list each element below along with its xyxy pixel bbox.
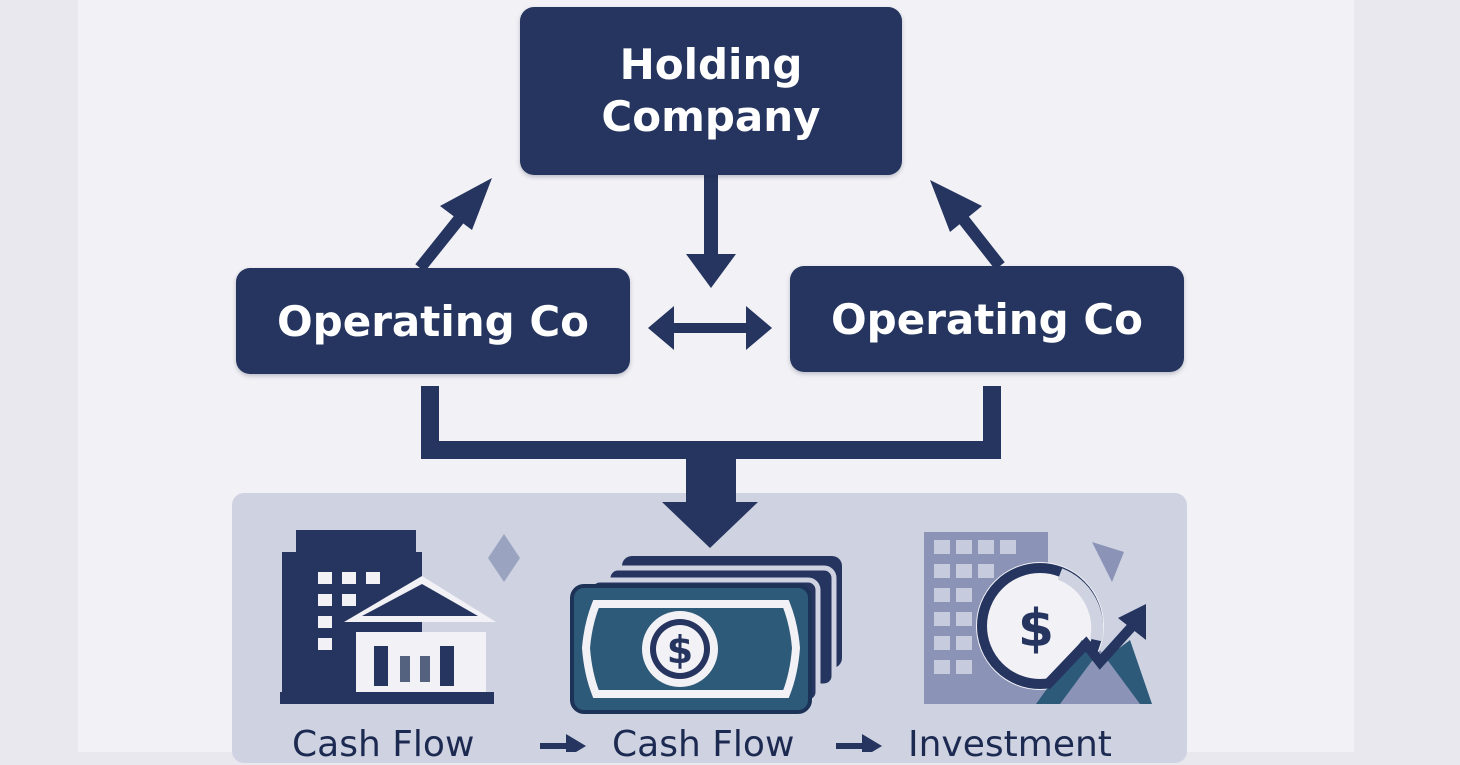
operating-co-left-node: Operating Co [236,268,630,374]
right-up-arrow [930,180,1005,270]
flow-label-cash-flow-2: Cash Flow [612,724,795,765]
bidirectional-arrow [648,306,772,350]
operating-co-right-label: Operating Co [830,294,1144,344]
flow-arrow-1 [540,734,586,752]
holding-label-line2: Company [601,92,821,141]
investment-growth-icon: $ [924,532,1152,704]
svg-text:$: $ [1018,599,1054,659]
operating-co-right-node: Operating Co [790,266,1184,372]
flow-arrow-2 [836,734,882,752]
flow-label-investment: Investment [908,724,1112,765]
cash-stack-icon: $ [570,556,842,714]
building-bank-icon [280,530,520,704]
holding-down-arrow [686,175,736,288]
svg-text:$: $ [667,628,693,672]
operating-co-left-label: Operating Co [276,296,590,346]
holding-company-node: Holding Company [520,7,902,175]
holding-label-line1: Holding [619,40,803,89]
flow-label-cash-flow-1: Cash Flow [292,724,475,765]
merge-connector [421,386,1001,548]
left-up-arrow [415,178,492,272]
